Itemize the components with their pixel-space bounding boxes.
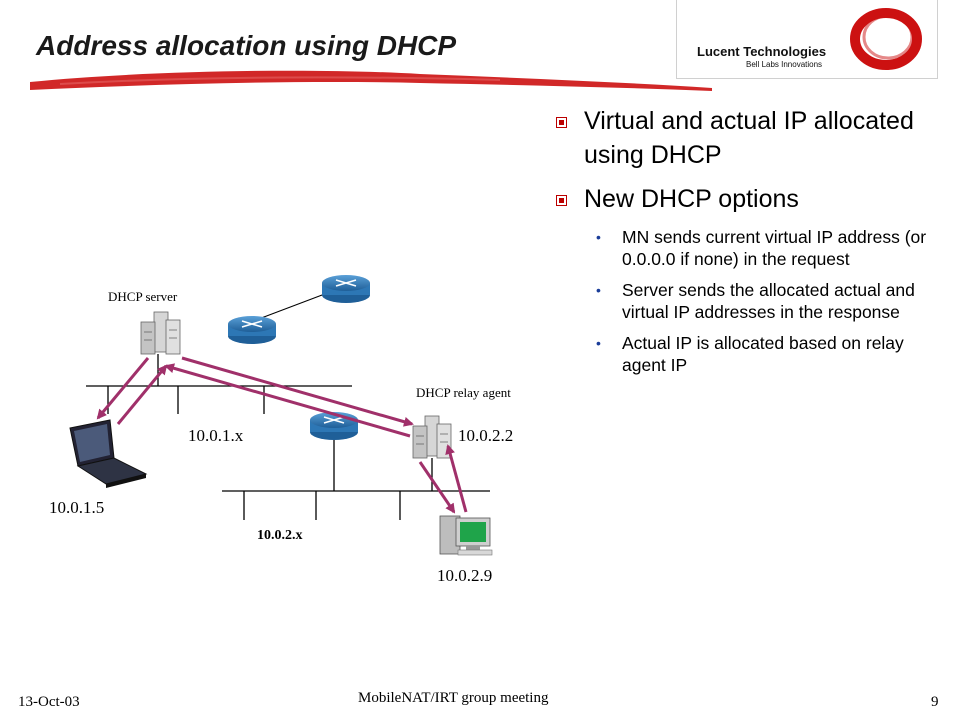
dot-bullet-icon: • [596, 282, 601, 298]
bullet-level2: • MN sends current virtual IP address (or… [556, 226, 946, 270]
slide-title: Address allocation using DHCP [36, 30, 457, 61]
logo-tagline: Bell Labs Innovations [746, 60, 823, 69]
dot-bullet-icon: • [596, 229, 601, 245]
subnet-1-label: 10.0.1.x [188, 426, 244, 445]
bullet-text: Server sends the allocated actual and vi… [622, 280, 915, 322]
bullet-text: Actual IP is allocated based on relay ag… [622, 333, 904, 375]
page-number: 9 [931, 694, 939, 710]
dot-bullet-icon: • [596, 335, 601, 351]
dhcp-server-label: DHCP server [108, 289, 178, 304]
bullet-level1: New DHCP options [556, 182, 946, 216]
bullet-level2: • Actual IP is allocated based on relay a… [556, 332, 946, 376]
bullet-level1: Virtual and actual IP allocated using DH… [556, 104, 946, 172]
pc-ip-label: 10.0.2.9 [437, 566, 493, 585]
bullet-text: New DHCP options [584, 185, 799, 213]
router-icon [228, 316, 276, 344]
laptop-icon [69, 419, 148, 488]
subnet-2-label: 10.0.2.x [257, 528, 303, 543]
bullet-list: Virtual and actual IP allocated using DH… [556, 104, 946, 385]
square-bullet-icon [556, 117, 567, 128]
square-bullet-icon [556, 195, 567, 206]
router-icon [310, 412, 358, 440]
footer-date: 13-Oct-03 [18, 694, 80, 710]
lan-2-bus [222, 440, 490, 520]
bullet-text: MN sends current virtual IP address (or … [622, 227, 927, 269]
dhcp-message-arrows [96, 356, 468, 514]
bullet-level2: • Server sends the allocated actual and v… [556, 279, 946, 323]
router-link [255, 291, 331, 321]
bullet-text: Virtual and actual IP allocated using DH… [584, 107, 914, 169]
router-icon [322, 275, 370, 303]
laptop-ip-label: 10.0.1.5 [49, 498, 105, 517]
relay-ip-label: 10.0.2.2 [458, 426, 514, 445]
lan-1-bus [86, 354, 352, 414]
dhcp-server-icon [140, 311, 181, 355]
logo-brand-text: Lucent Technologies [697, 44, 827, 59]
relay-agent-icon [412, 415, 452, 459]
title-brush-stroke [30, 70, 712, 91]
relay-agent-label: DHCP relay agent [416, 385, 511, 400]
desktop-pc-icon [439, 515, 493, 556]
footer-meeting: MobileNAT/IRT group meeting [358, 690, 549, 706]
lucent-ring-logo [850, 8, 922, 70]
